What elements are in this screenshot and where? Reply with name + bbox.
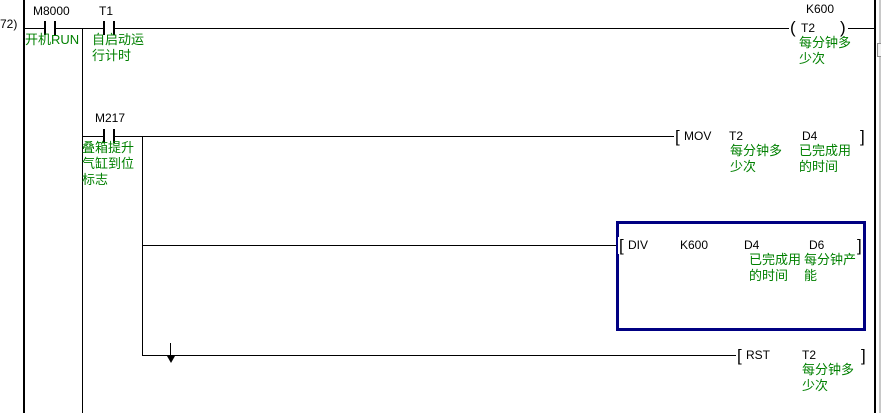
rst-close-bracket-icon: ] [860, 346, 867, 365]
div-operand3[interactable]: D6 [809, 238, 825, 252]
branch-line-secondary [142, 136, 143, 356]
div-operand1[interactable]: K600 [680, 238, 709, 252]
mov-close-bracket-icon: ] [859, 127, 866, 146]
mov-mnemonic[interactable]: MOV [684, 129, 712, 143]
rst-operand-comment: 每分钟多 少次 [802, 362, 855, 393]
coil-t2-device[interactable]: T2 [801, 21, 816, 35]
contact-m8000-label: M8000 [33, 4, 70, 18]
contact-m217[interactable] [103, 129, 115, 143]
rung2-line [82, 136, 676, 137]
rung1-line-left [23, 28, 792, 29]
rst-open-bracket-icon: [ [736, 346, 743, 365]
selection-box [616, 221, 866, 331]
right-power-rail [874, 0, 876, 413]
step-number: 72) [0, 17, 18, 31]
contact-m8000[interactable] [44, 21, 56, 35]
div-open-bracket-icon: [ [618, 236, 625, 255]
contact-t1[interactable] [103, 21, 115, 35]
rung4-line [142, 355, 738, 356]
contact-bar-icon [54, 21, 56, 35]
scrollbar-edge [879, 0, 881, 413]
left-power-rail [23, 0, 25, 413]
div-close-bracket-icon: ] [856, 236, 863, 255]
contact-bar-icon [113, 129, 115, 143]
div-operand2-comment: 已完成用 的时间 [749, 252, 802, 283]
contact-m217-comment: 叠箱提升 气缸到位 标志 [82, 140, 135, 187]
contact-t1-comment: 自启动运 行计时 [92, 32, 145, 63]
coil-open-paren-icon: ( [789, 18, 797, 37]
div-mnemonic[interactable]: DIV [628, 238, 649, 252]
rst-mnemonic[interactable]: RST [746, 348, 770, 362]
down-arrow-cursor-icon [167, 356, 175, 363]
contact-bar-icon [113, 21, 115, 35]
mov-dest-comment: 已完成用 的时间 [799, 143, 852, 174]
scrollbar-thumb[interactable] [877, 43, 881, 57]
contact-t1-label: T1 [99, 4, 114, 18]
rung3-line [142, 245, 618, 246]
contact-bar-icon [44, 21, 46, 35]
mov-operand-source[interactable]: T2 [729, 129, 744, 143]
rung1-line-right [848, 28, 875, 29]
branch-line-main [82, 28, 83, 413]
contact-bar-icon [103, 21, 105, 35]
contact-m217-label: M217 [95, 111, 126, 125]
coil-t2-comment: 每分钟多 少次 [799, 35, 852, 66]
div-operand3-comment: 每分钟产 能 [804, 252, 857, 283]
coil-close-paren-icon: ) [839, 18, 847, 37]
rst-operand[interactable]: T2 [802, 348, 817, 362]
mov-open-bracket-icon: [ [674, 127, 681, 146]
coil-t2-preset: K600 [806, 2, 835, 16]
mov-operand-dest[interactable]: D4 [802, 129, 818, 143]
mov-source-comment: 每分钟多 少次 [730, 143, 783, 174]
contact-bar-icon [103, 129, 105, 143]
contact-m8000-comment: 开机RUN [25, 32, 80, 47]
down-arrow-cursor-icon [170, 343, 171, 358]
div-operand2[interactable]: D4 [744, 238, 760, 252]
